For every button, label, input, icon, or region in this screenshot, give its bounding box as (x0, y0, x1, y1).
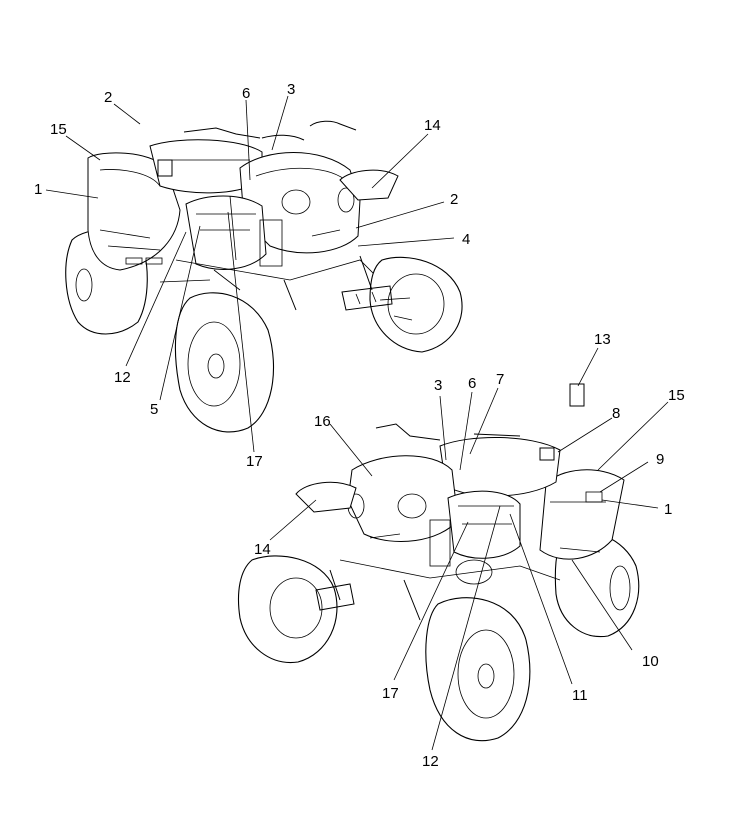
callout-bottom-6: 6 (468, 375, 476, 392)
callout-bottom-14: 14 (254, 541, 271, 558)
callout-bottom-16: 16 (314, 413, 331, 430)
atv-lower (237, 383, 640, 742)
callout-bottom-15: 15 (668, 387, 685, 404)
front-left-fender-lower (295, 481, 357, 513)
callout-bottom-3: 3 (434, 377, 442, 394)
callout-bottom-7: 7 (496, 371, 504, 388)
side-panel-lower (447, 490, 521, 559)
leader-lines (45, 95, 669, 751)
front-right-tire (369, 256, 463, 353)
callout-bottom-9: 9 (656, 451, 664, 468)
front-hood-lower (347, 455, 459, 543)
callout-top-17: 17 (246, 453, 263, 470)
callout-top-4: 4 (462, 231, 470, 248)
front-right-tire-lower (425, 597, 531, 742)
atv-upper (65, 120, 463, 433)
front-left-tire-lower (237, 555, 338, 664)
callout-top-15: 15 (50, 121, 67, 138)
callout-labels: 2 15 1 6 3 14 2 4 12 5 17 13 3 6 7 8 15 … (34, 81, 685, 770)
front-left-tire (174, 292, 274, 433)
callout-bottom-10: 10 (642, 653, 659, 670)
callout-bottom-1: 1 (664, 501, 672, 518)
callout-bottom-11: 11 (572, 687, 588, 704)
callout-top-6: 6 (242, 85, 250, 102)
callout-top-2a: 2 (104, 89, 112, 106)
callout-top-2b: 2 (450, 191, 458, 208)
front-right-fender (339, 169, 399, 201)
callout-top-12: 12 (114, 369, 131, 386)
callout-bottom-17: 17 (382, 685, 399, 702)
callout-bottom-13: 13 (594, 331, 611, 348)
callout-top-14: 14 (424, 117, 441, 134)
callout-top-1: 1 (34, 181, 42, 198)
seat-lower (439, 437, 561, 497)
side-panel (185, 195, 267, 270)
decal-13 (569, 383, 585, 407)
callout-bottom-12: 12 (422, 753, 439, 770)
callout-top-3: 3 (287, 81, 295, 98)
rear-fender-lower (539, 469, 625, 560)
callout-bottom-8: 8 (612, 405, 620, 422)
callout-top-5: 5 (150, 401, 158, 418)
